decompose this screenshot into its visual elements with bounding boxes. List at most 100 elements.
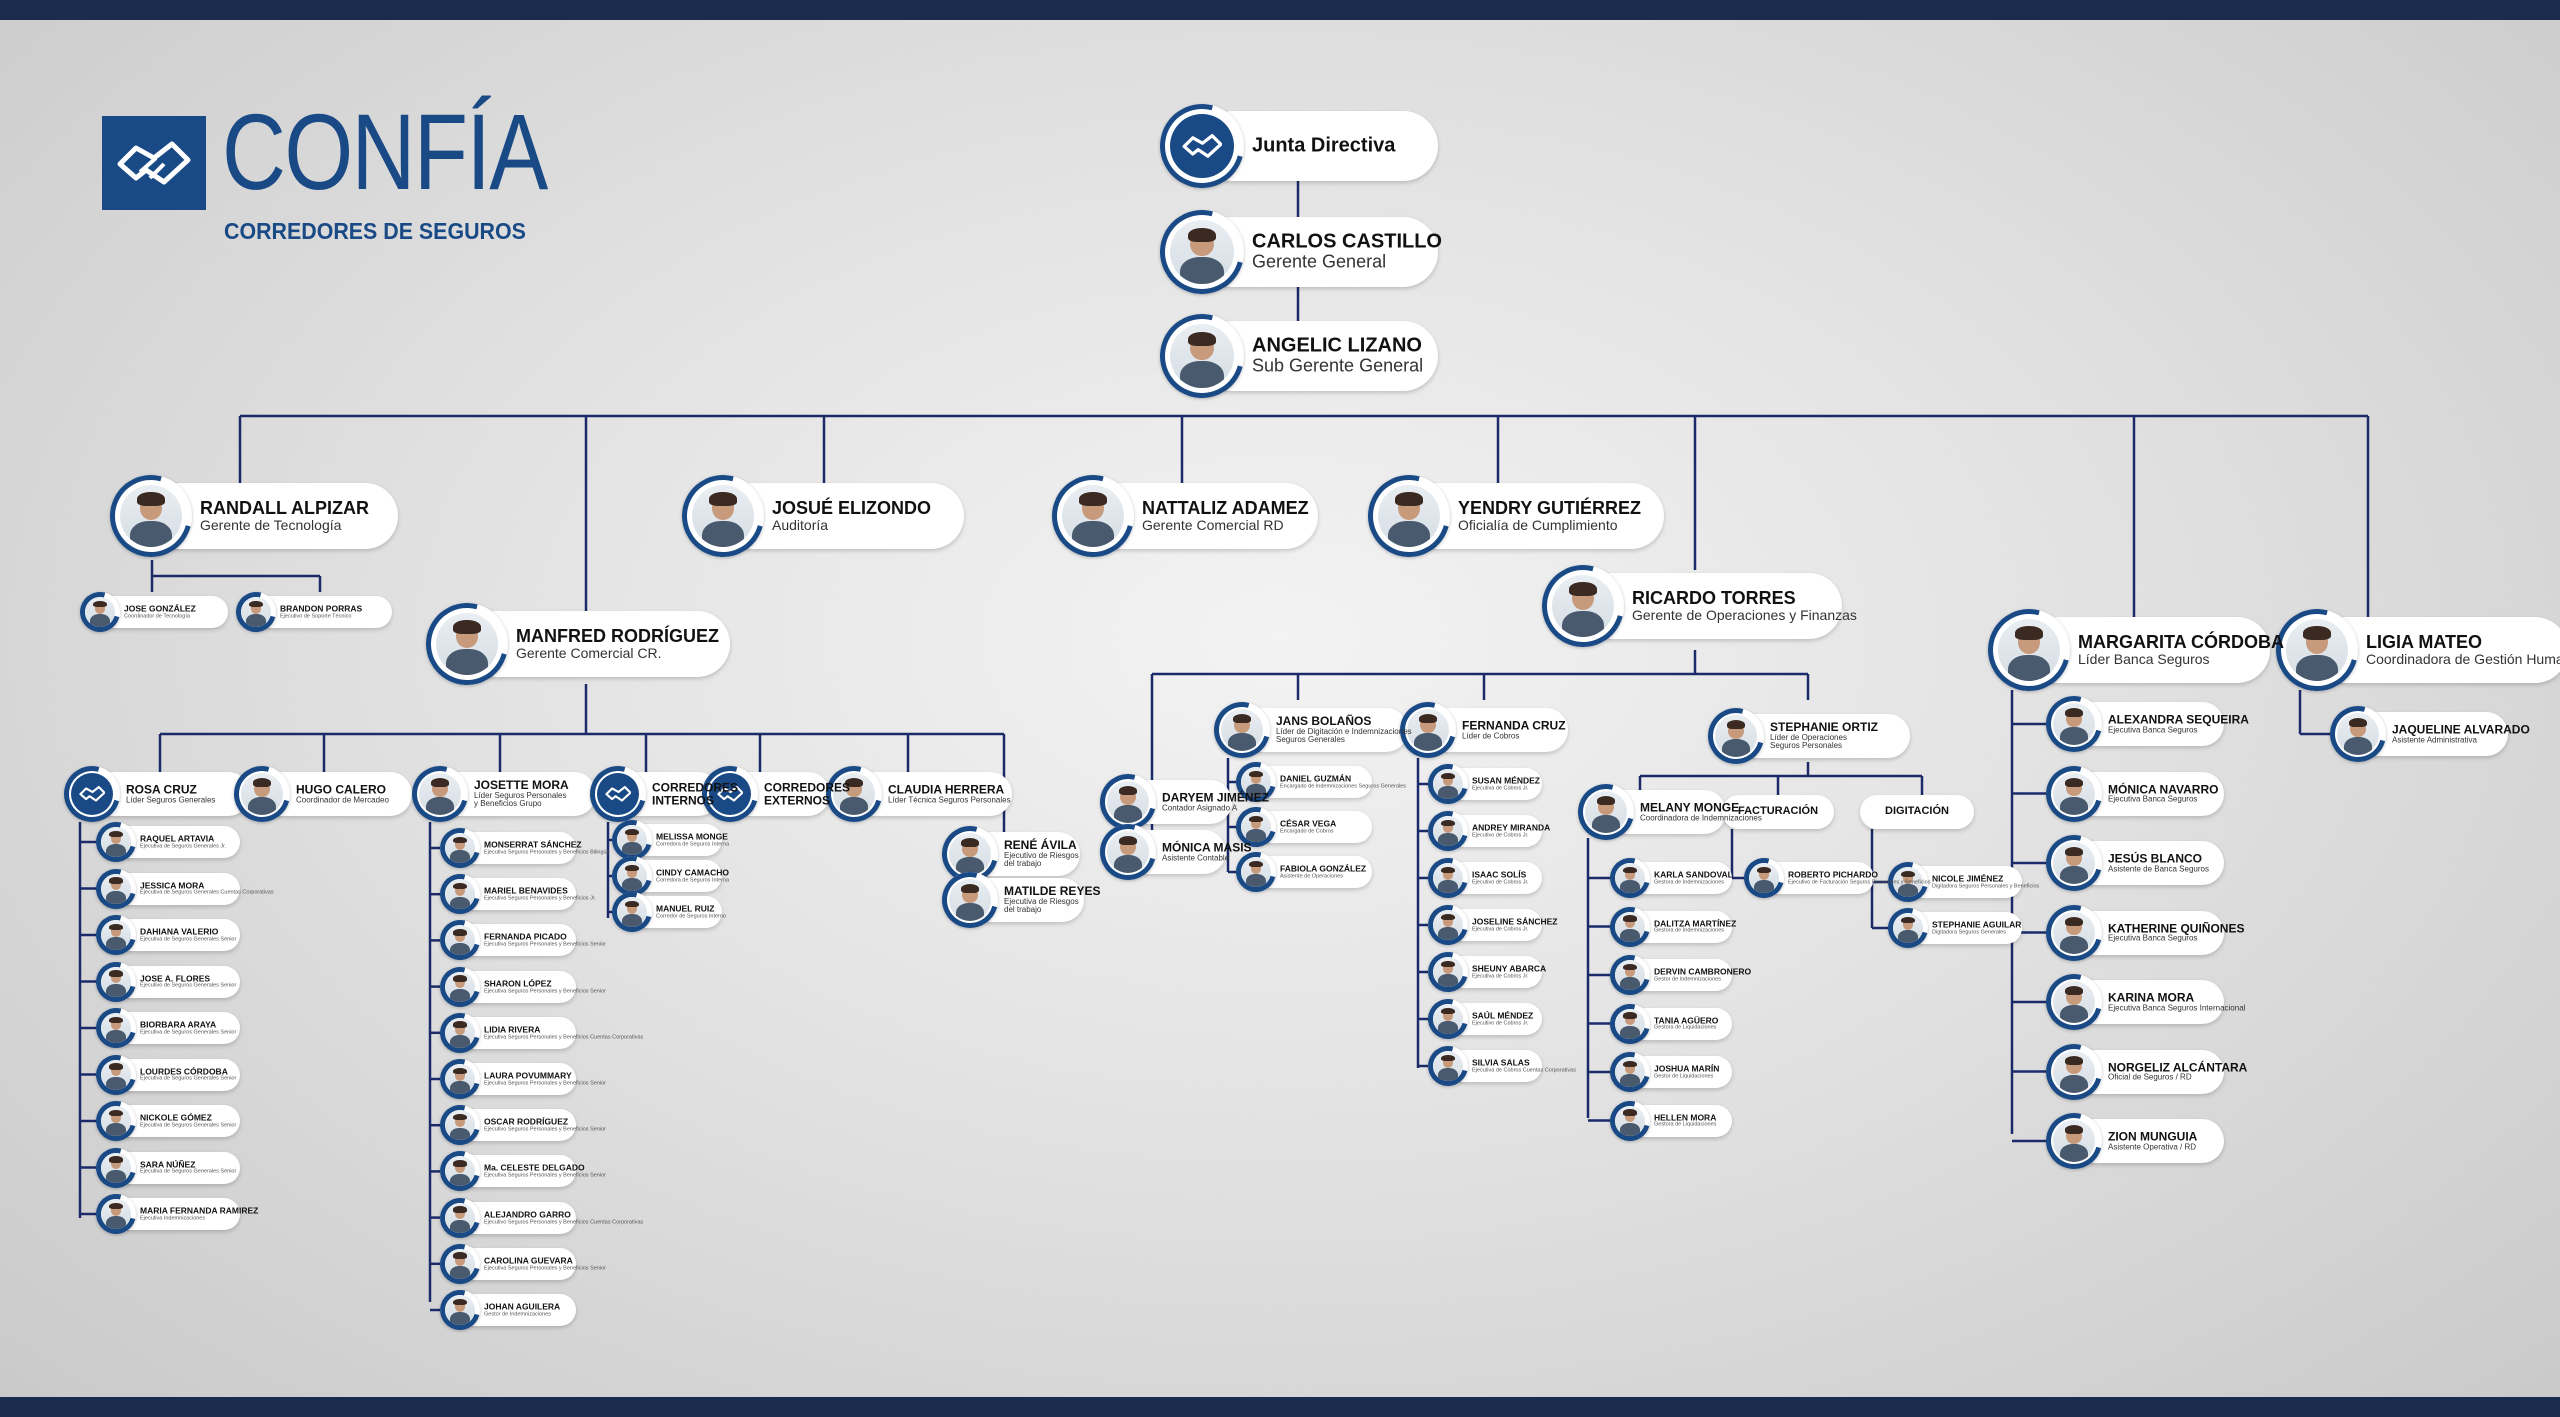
person-role: Gerente Comercial RD	[1142, 516, 1284, 533]
person-role: Coordinadora de Gestión Humana	[2366, 650, 2560, 667]
profile-photo	[410, 587, 524, 701]
person-name: HELLEN MORA	[1654, 1112, 1717, 1123]
profile-photo	[1203, 691, 1281, 769]
person-name: CARLOS CASTILLO	[1252, 230, 1442, 253]
person-role: Ejecutiva de Seguros Generales Senior	[140, 1029, 237, 1036]
person-name: MÓNICA NAVARRO	[2108, 781, 2219, 796]
person-role: Ejecutiva Banca Seguros Internacional	[2108, 1002, 2246, 1012]
person-name: NORGELIZ ALCÁNTARA	[2108, 1059, 2248, 1074]
person-name: FERNANDA PICADO	[484, 931, 567, 942]
person-role: Ejecutivo de Cobros Jr.	[1472, 1020, 1529, 1027]
handshake-logo-icon	[53, 755, 131, 833]
person-role: Oficial de Seguros / RD	[2108, 1072, 2192, 1082]
person-role: Ejecutivo Seguros Personales y Beneficio…	[484, 1126, 606, 1133]
profile-photo	[1352, 459, 1466, 573]
profile-photo	[1420, 944, 1476, 1000]
person-name: JESSICA MORA	[140, 880, 205, 891]
person-role: Ejecutiva de Cobros Jr.	[1472, 785, 1529, 792]
person-role: Ejecutivo de Cobros Jr.	[1472, 879, 1529, 886]
person-name: RICARDO TORRES	[1632, 587, 1796, 608]
role-line: Ejecutivo de Riesgos	[1004, 850, 1079, 860]
person-name: JOSELINE SÁNCHEZ	[1472, 916, 1558, 927]
profile-photo	[1420, 850, 1476, 906]
profile-photo	[1880, 854, 1936, 910]
profile-photo	[88, 814, 144, 870]
person-role: Ejecutivo de Facturación Seguros Persona…	[1788, 879, 1931, 886]
person-role: Ejecutivo de Soporte Técnico	[280, 613, 352, 620]
brand-name: CONFÍA	[222, 91, 548, 212]
person-role: Ejecutiva Seguros Personales y Beneficio…	[484, 1034, 644, 1041]
person-role: Gerente General	[1252, 251, 1387, 272]
person-name: NICOLE JIMÉNEZ	[1932, 873, 2004, 884]
person-name: Ma. CELESTE DELGADO	[484, 1162, 585, 1173]
person-name: SUSAN MÉNDEZ	[1472, 775, 1541, 786]
profile-photo	[2035, 1102, 2113, 1180]
profile-photo	[2035, 963, 2113, 1041]
person-role: Corredora de Seguros Interna	[656, 841, 730, 848]
profile-photo	[1036, 459, 1150, 573]
profile-photo	[1736, 850, 1792, 906]
person-role: Ejecutiva Seguros Personales y Beneficio…	[484, 1265, 606, 1272]
person-name: MELANY MONGE	[1640, 800, 1740, 815]
person-role: Ejecutivo Seguros Personales y Beneficio…	[484, 1219, 644, 1226]
person-role: Ejecutivo de Seguros Generales Senior	[140, 982, 237, 989]
profile-photo	[1602, 947, 1658, 1003]
person-name: STEPHANIE ORTIZ	[1770, 719, 1879, 734]
person-name: MANFRED RODRÍGUEZ	[516, 625, 719, 646]
person-role: Ejecutiva de Cobros Jr.	[1472, 926, 1529, 933]
person-role: Ejecutiva Seguros Personales y Beneficio…	[484, 1172, 606, 1179]
person-name: RANDALL ALPIZAR	[200, 497, 369, 518]
profile-photo	[432, 1236, 488, 1292]
person-role: Asistente Operativa / RD	[2108, 1141, 2197, 1151]
profile-photo	[88, 1000, 144, 1056]
person-role: Gestora de Liquidaciones	[1654, 1121, 1717, 1128]
person-name: KARINA MORA	[2108, 990, 2195, 1005]
person-role: Asistente de Banca Seguros	[2108, 863, 2209, 873]
profile-photo	[1420, 1038, 1476, 1094]
profile-photo	[1228, 754, 1284, 810]
name-card	[1860, 795, 1974, 829]
profile-photo	[1144, 194, 1260, 310]
person-name: DALITZA MARTÍNEZ	[1654, 918, 1737, 929]
profile-photo	[1602, 1093, 1658, 1148]
person-role: Asistente Administrativa	[2392, 734, 2477, 744]
profile-photo	[88, 907, 144, 963]
brand-tagline: CORREDORES DE SEGUROS	[224, 218, 526, 244]
profile-photo	[432, 1097, 488, 1153]
profile-photo	[1602, 850, 1658, 906]
person-name: BRANDON PORRAS	[280, 603, 363, 614]
person-name: ROSA CRUZ	[126, 782, 197, 797]
person-role: Líder de Cobros	[1462, 730, 1520, 740]
person-role: Ejecutiva de Seguros Generales Senior	[140, 936, 237, 943]
profile-photo	[1972, 593, 2086, 707]
handshake-logo-icon	[1144, 88, 1260, 204]
profile-photo	[94, 459, 208, 573]
person-role: Ejecutiva de Seguros Generales Jr.	[140, 843, 227, 850]
person-name: JESÚS BLANCO	[2108, 851, 2203, 866]
profile-photo	[88, 1093, 144, 1149]
profile-photo	[88, 1047, 144, 1102]
profile-photo	[815, 755, 893, 833]
profile-photo	[88, 1186, 144, 1242]
name-line: CORREDORES	[764, 780, 851, 795]
person-role: Gestor de Liquidaciones	[1654, 1073, 1714, 1080]
person-name: SARA NÚÑEZ	[140, 1159, 196, 1170]
person-name: MARIEL BENAVIDES	[484, 885, 568, 896]
role-line: Ejecutiva de Riesgos	[1004, 896, 1079, 906]
person-name: JOSHUA MARÍN	[1654, 1063, 1720, 1074]
person-name: ROBERTO PICHARDO	[1788, 869, 1879, 880]
profile-photo	[432, 959, 488, 1014]
person-role: Gestora de Liquidaciones	[1654, 1024, 1717, 1031]
person-name: DERVIN CAMBRONERO	[1654, 966, 1752, 977]
profile-photo	[432, 820, 488, 876]
role-line: Seguros Personales	[1770, 741, 1843, 751]
profile-photo	[1697, 697, 1775, 775]
person-role: Coordinador de Mercadeo	[296, 794, 389, 804]
role-line: Líder de Digitación e Indemnizaciones	[1276, 726, 1412, 736]
person-role: Ejecutiva Indemnizaciones	[140, 1215, 206, 1222]
role-line: del trabajo	[1004, 859, 1042, 869]
person-name: YENDRY GUTIÉRREZ	[1458, 497, 1642, 518]
top-band	[0, 0, 2560, 20]
person-role: Coordinador de Tecnología	[124, 613, 190, 620]
person-name: DARYEM JIMÉNEZ	[1162, 790, 1269, 805]
